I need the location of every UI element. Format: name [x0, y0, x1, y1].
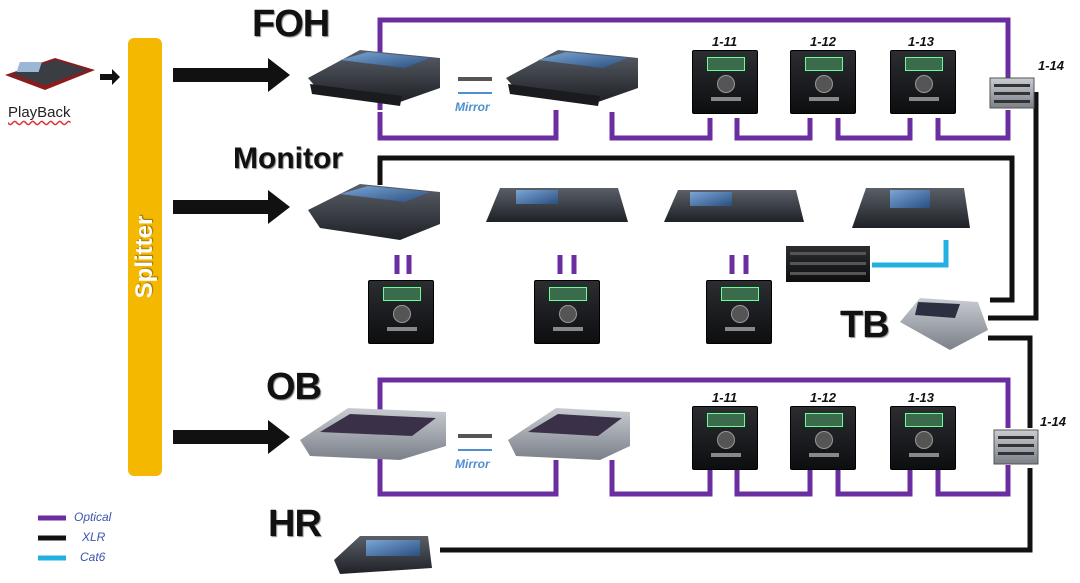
rack-display — [707, 57, 745, 71]
foh-label: FOH — [252, 3, 330, 45]
legend-cat6: Cat6 — [80, 550, 106, 564]
monitor-console-4 — [852, 188, 970, 228]
foh-rack-3 — [890, 50, 956, 114]
cat6-line — [872, 240, 949, 268]
rack-display — [905, 57, 943, 71]
foh-rack-2 — [790, 50, 856, 114]
splitter-arrows — [100, 58, 290, 454]
ob-rack-label-1: 1-11 — [712, 390, 738, 405]
digico-logo-icon — [711, 97, 741, 101]
rack-display — [721, 287, 759, 301]
rack-knob-icon — [559, 305, 577, 323]
rack-knob-icon — [717, 75, 735, 93]
ob-optical-loop — [377, 377, 1011, 497]
digico-logo-icon — [725, 327, 755, 331]
foh-rack-label-1: 1-11 — [712, 34, 738, 49]
playback-console — [5, 58, 95, 90]
rack-display — [383, 287, 421, 301]
monitor-console-2 — [486, 188, 628, 222]
foh-console-mirror — [506, 50, 638, 106]
rack-knob-icon — [731, 305, 749, 323]
digico-logo-icon — [711, 453, 741, 457]
ob-rack-label-2: 1-12 — [810, 390, 837, 405]
hr-label: HR — [268, 503, 322, 545]
foh-rack-label-2: 1-12 — [810, 34, 837, 49]
ob-stage-box-label: 1-14 — [1040, 414, 1067, 429]
foh-console-main — [308, 50, 440, 106]
legend-optical: Optical — [74, 510, 112, 524]
rack-display — [905, 413, 943, 427]
foh-rack-label-3: 1-13 — [908, 34, 935, 49]
digico-logo-icon — [909, 97, 939, 101]
ob-console-mirror — [508, 408, 630, 460]
rack-display — [805, 57, 843, 71]
ob-rack-2 — [790, 406, 856, 470]
digico-logo-icon — [909, 453, 939, 457]
ob-mirror-label: Mirror — [455, 457, 490, 471]
foh-stage-box — [989, 77, 1035, 109]
rack-display — [707, 413, 745, 427]
mirror-links — [458, 77, 492, 451]
ob-console-main — [300, 408, 446, 460]
monitor-rack-3 — [706, 280, 772, 344]
digico-logo-icon — [387, 327, 417, 331]
ob-label: OB — [266, 366, 322, 408]
monitor-console-main — [308, 184, 440, 240]
hr-console — [334, 536, 432, 574]
monitor-stage-rack — [786, 246, 870, 282]
monitor-rack-1 — [368, 280, 434, 344]
rack-knob-icon — [815, 75, 833, 93]
splitter-bar: Splitter — [128, 38, 162, 476]
xlr-lines — [377, 92, 1039, 553]
ob-rack-1 — [692, 406, 758, 470]
playback-label: PlayBack — [8, 104, 71, 121]
monitor-console-3 — [664, 190, 804, 222]
monitor-label: Monitor — [233, 142, 343, 175]
foh-mirror-label: Mirror — [455, 100, 490, 114]
rack-display — [549, 287, 587, 301]
ob-rack-label-3: 1-13 — [908, 390, 935, 405]
legend-swatches — [38, 515, 66, 561]
rack-knob-icon — [915, 431, 933, 449]
tb-label: TB — [840, 304, 890, 346]
digico-logo-icon — [553, 327, 583, 331]
legend-xlr: XLR — [82, 530, 106, 544]
ob-rack-3 — [890, 406, 956, 470]
foh-stage-box-label: 1-14 — [1038, 58, 1065, 73]
digico-logo-icon — [809, 97, 839, 101]
rack-display — [805, 413, 843, 427]
rack-knob-icon — [393, 305, 411, 323]
digico-logo-icon — [809, 453, 839, 457]
monitor-rack-2 — [534, 280, 600, 344]
rack-knob-icon — [815, 431, 833, 449]
rack-knob-icon — [915, 75, 933, 93]
foh-rack-1 — [692, 50, 758, 114]
monitor-rack-links — [394, 255, 749, 274]
rack-knob-icon — [717, 431, 735, 449]
splitter-label: Splitter — [131, 215, 158, 299]
tb-console — [900, 298, 988, 350]
ob-stage-box — [993, 429, 1039, 465]
